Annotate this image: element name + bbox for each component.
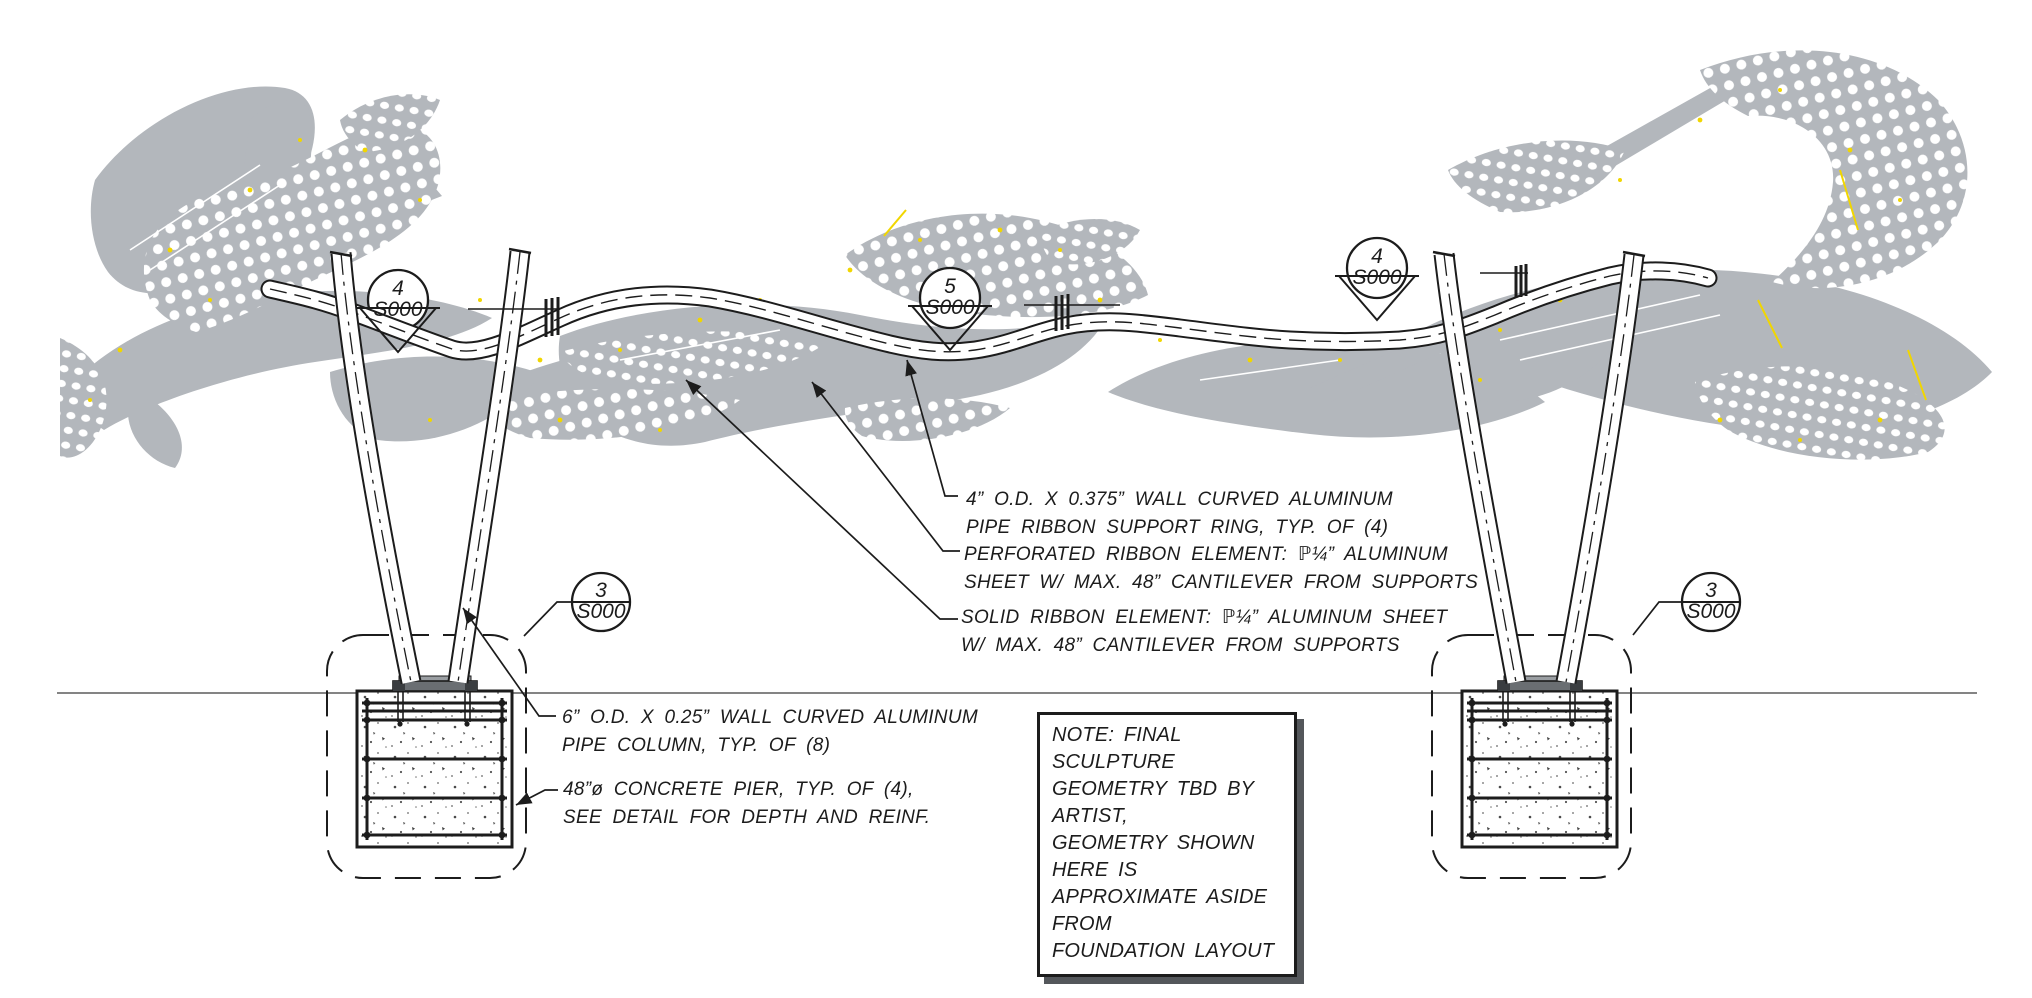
leader-detail-right (1632, 601, 1682, 636)
marker-number: 4 (1371, 245, 1383, 268)
marker-symbols (356, 275, 1740, 603)
sculpture-perforated-shape (1448, 140, 1625, 213)
anchor-rods (397, 691, 471, 722)
annotation-concrete-pier: 48”ø CONCRETE PIER, TYP. OF (4), SEE DET… (563, 776, 930, 832)
annotation-line: 6” O.D. X 0.25” WALL CURVED ALUMINUM (562, 707, 978, 728)
annotation-solid-ribbon: SOLID RIBBON ELEMENT: ℙ¼” ALUMINUM SHEET… (961, 604, 1447, 660)
section-marker-5-center: 5 S000 (925, 276, 974, 318)
splice-tick (468, 297, 560, 337)
leader-pier (515, 789, 558, 806)
pier-rebar-dots (363, 699, 506, 839)
sculpture-perforated-shape (560, 331, 830, 384)
sculpture-shape (330, 356, 542, 442)
sculpture-perforated-shape (340, 94, 440, 152)
pier-concrete (355, 689, 514, 849)
splice-tick (1480, 264, 1528, 298)
marker-sheet: S000 (925, 296, 975, 319)
sculpture-perforated-shape (1695, 366, 1945, 460)
connection-tick-symbols (468, 264, 1528, 337)
marker-number: 3 (1705, 579, 1717, 602)
leader-perforated (811, 381, 960, 552)
sculpture-perforated-shape (844, 398, 1010, 441)
marker-sheet: S000 (373, 298, 423, 321)
pier-rebar-dots (1468, 699, 1611, 839)
annotation-line: PIPE COLUMN, TYP. OF (8) (562, 735, 831, 756)
annotation-line: SOLID RIBBON ELEMENT: ℙ¼” ALUMINUM SHEET (961, 607, 1448, 628)
marker-number: 5 (944, 275, 956, 298)
pier-excavation-outline (1431, 634, 1632, 879)
annotation-line: 4” O.D. X 0.375” WALL CURVED ALUMINUM (966, 489, 1393, 510)
leader-lines (462, 359, 1682, 806)
pier-excavation-outline (326, 634, 527, 879)
column (329, 250, 422, 685)
note-box: NOTE: FINAL SCULPTURE GEOMETRY TBD BY AR… (1037, 712, 1297, 977)
annotation-line: SEE DETAIL FOR DEPTH AND REINF. (563, 807, 931, 828)
marker-number: 4 (392, 277, 404, 300)
detail-marker-3-left: 3 S000 (576, 580, 625, 622)
right-pier (1431, 634, 1632, 879)
pier-rebar (362, 698, 507, 840)
section-marker-circle (1345, 236, 1409, 300)
sculpture-shape (1438, 321, 1620, 403)
leader-column (462, 607, 556, 717)
note-line: GEOMETRY TBD BY ARTIST, (1052, 778, 1254, 827)
section-cut-triangle (909, 305, 991, 352)
sculpture-perforated-shape (1040, 218, 1140, 265)
annotation-ribbon-ring: 4” O.D. X 0.375” WALL CURVED ALUMINUM PI… (966, 486, 1393, 542)
splice-tick (1024, 294, 1120, 331)
pier-concrete (1460, 689, 1619, 849)
section-cut-triangle (357, 307, 439, 354)
marker-number: 3 (595, 579, 607, 602)
section-marker-circle (918, 266, 982, 330)
pipe-columns (329, 247, 1646, 685)
marker-sheet: S000 (1686, 600, 1736, 623)
section-cut-triangle (1336, 275, 1418, 322)
section-marker-4-right: 4 S000 (1352, 246, 1401, 288)
sculpture-perforated-shape (480, 388, 740, 440)
annotation-perforated-ribbon: PERFORATED RIBBON ELEMENT: ℙ¼” ALUMINUM … (964, 541, 1478, 597)
marker-sheet: S000 (576, 600, 626, 623)
leader-detail-left (523, 601, 572, 637)
left-pier (326, 634, 527, 879)
anchor-rods (1502, 691, 1576, 722)
sculpture-yellow-strokes (883, 169, 1927, 401)
sculpture-perforated-shape (60, 338, 107, 458)
ribbon-support-ring-pipe (260, 261, 1718, 362)
note-line: FOUNDATION LAYOUT (1052, 940, 1275, 962)
sculpture-perforated-shape (1700, 50, 1968, 289)
column (1432, 250, 1527, 684)
annotation-pipe-column: 6” O.D. X 0.25” WALL CURVED ALUMINUM PIP… (562, 704, 978, 760)
annotation-line: PERFORATED RIBBON ELEMENT: ℙ¼” ALUMINUM (964, 544, 1448, 565)
column (1555, 250, 1646, 684)
annotation-line: PIPE RIBBON SUPPORT RING, TYP. OF (4) (966, 517, 1389, 538)
section-marker-4-left: 4 S000 (373, 278, 422, 320)
detail-marker-3-right: 3 S000 (1686, 580, 1735, 622)
ring-centerline (269, 270, 1709, 353)
sculpture-perforated-shape (143, 123, 441, 332)
annotation-line: W/ MAX. 48” CANTILEVER FROM SUPPORTS (961, 635, 1400, 656)
annotation-line: 48”ø CONCRETE PIER, TYP. OF (4), (563, 779, 914, 800)
note-line: APPROXIMATE ASIDE FROM (1052, 886, 1268, 935)
note-line: GEOMETRY SHOWN HERE IS (1052, 832, 1255, 881)
leader-ring (905, 359, 958, 497)
marker-sheet: S000 (1352, 266, 1402, 289)
note-line: NOTE: FINAL SCULPTURE (1052, 724, 1182, 773)
sculpture-shape (128, 398, 182, 468)
annotation-line: SHEET W/ MAX. 48” CANTILEVER FROM SUPPOR… (964, 572, 1479, 593)
leader-solid (685, 379, 958, 620)
